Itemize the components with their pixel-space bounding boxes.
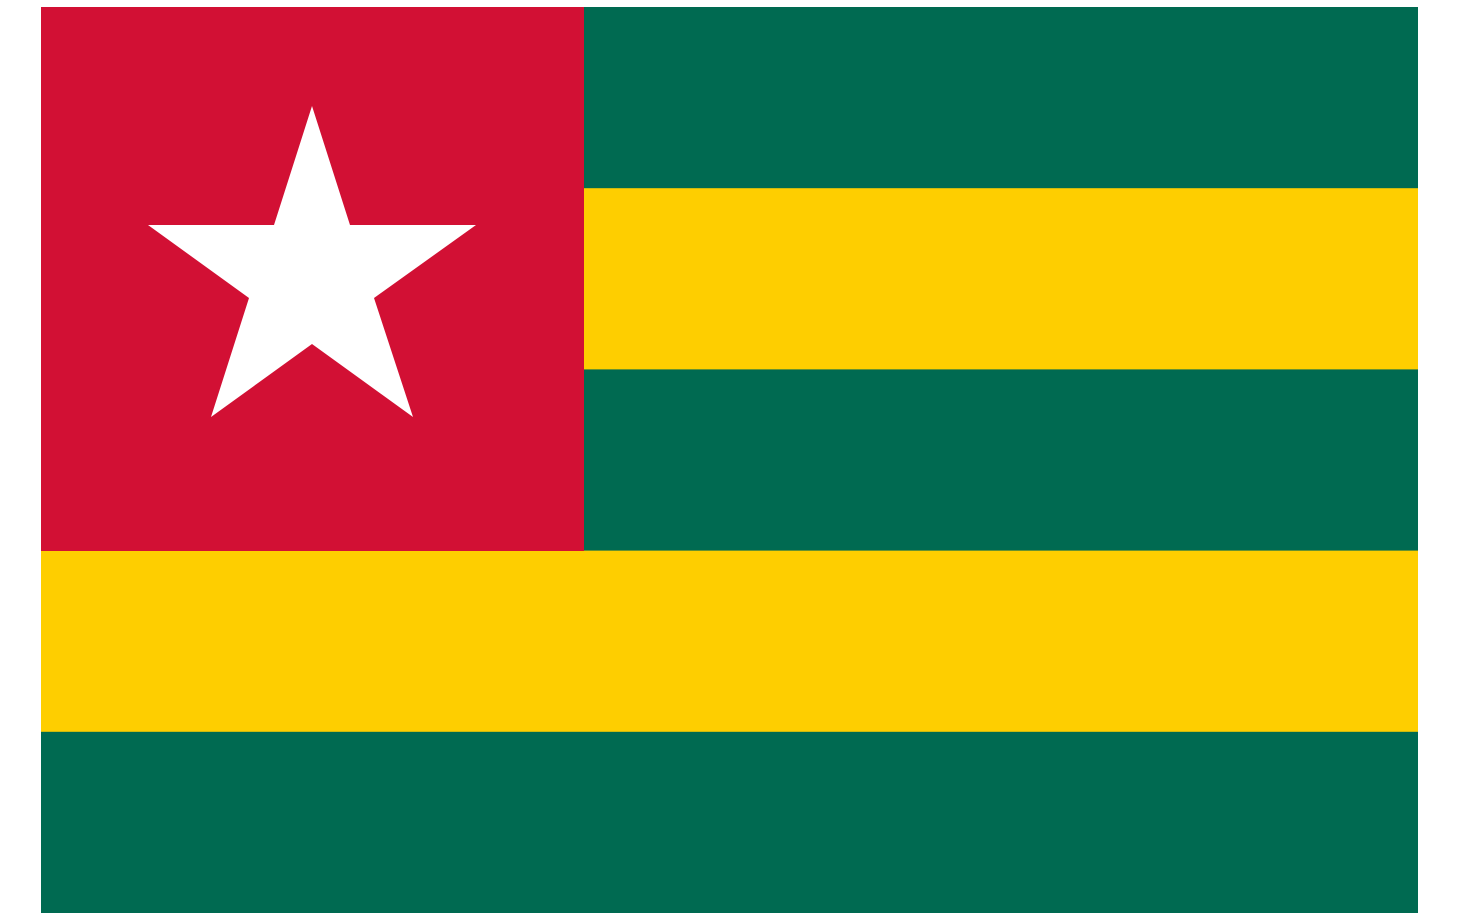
stripe-4 bbox=[41, 550, 1418, 733]
star-icon bbox=[148, 106, 476, 417]
flag bbox=[41, 7, 1418, 913]
stripe-5 bbox=[41, 731, 1418, 913]
flag-graphic bbox=[41, 7, 1418, 913]
stripes bbox=[41, 7, 1418, 913]
